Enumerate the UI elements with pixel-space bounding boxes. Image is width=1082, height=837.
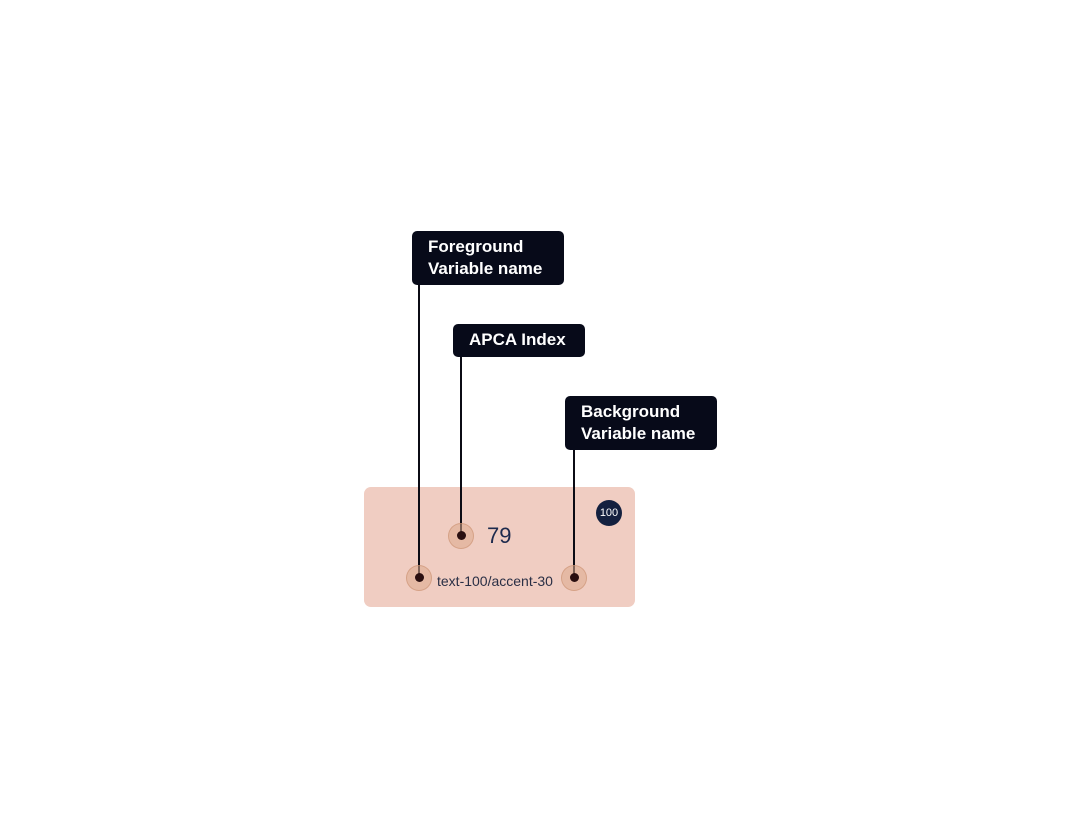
foreground-tag-line1: Foreground <box>428 237 524 256</box>
apca-index-tag: APCA Index <box>453 324 585 357</box>
apca-marker-dot <box>457 531 466 540</box>
apca-value: 79 <box>487 523 512 548</box>
level-badge: 100 <box>596 500 622 526</box>
background-leader-line <box>573 449 575 578</box>
foreground-leader-line <box>418 284 420 578</box>
background-tag-line1: Background <box>581 402 681 421</box>
background-tag-line2: Variable name <box>581 424 696 443</box>
variable-pair-label: text-100/accent-30 <box>437 573 553 589</box>
background-variable-tag: Background Variable name <box>565 396 717 450</box>
background-marker-dot <box>570 573 579 582</box>
apca-leader-line <box>460 355 462 536</box>
foreground-variable-tag: Foreground Variable name <box>412 231 564 285</box>
foreground-marker-dot <box>415 573 424 582</box>
apca-tag-label: APCA Index <box>469 330 566 349</box>
foreground-tag-line2: Variable name <box>428 259 543 278</box>
